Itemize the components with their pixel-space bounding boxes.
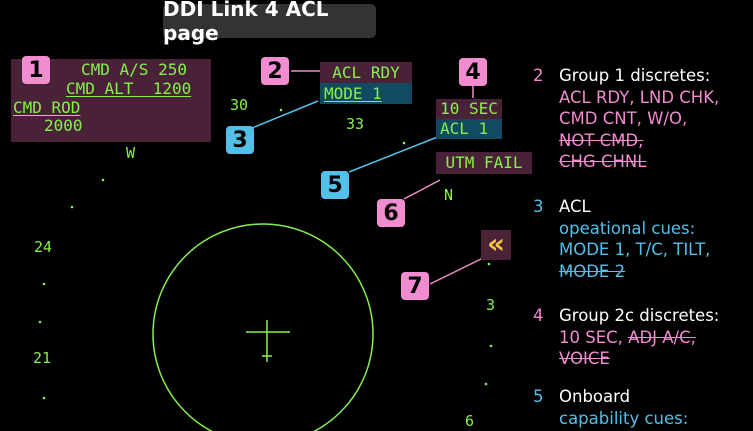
callout-1: 1 xyxy=(22,56,50,84)
legend-line: MODE 1, T/C, TILT, xyxy=(559,240,711,259)
legend-header: ACL xyxy=(559,197,591,216)
legend-num: 3 xyxy=(533,197,544,216)
legend-line: ACL RDY, LND CHK, xyxy=(559,87,720,107)
utm-fail-box: UTM FAIL xyxy=(436,152,532,174)
mode-box: MODE 1 xyxy=(320,83,412,104)
legend-header: Group 1 discretes: xyxy=(559,66,711,85)
legend-line: NOT CMD, xyxy=(559,130,644,150)
acl-rdy-box: ACL RDY xyxy=(320,62,412,83)
legend-line: CHG CHNL xyxy=(559,152,647,171)
callout-5: 5 xyxy=(321,171,349,199)
heading-w: W xyxy=(126,144,136,162)
heading-33: 33 xyxy=(346,115,365,133)
acl-1: ACL 1 xyxy=(440,119,489,138)
callout-7: 7 xyxy=(401,272,429,300)
cmd-altitude: CMD ALT 1200 xyxy=(66,79,192,98)
acl-1-box: ACL 1 xyxy=(436,119,502,139)
legend-num: 2 xyxy=(533,66,544,85)
callout-2: 2 xyxy=(261,57,289,85)
callout-6: 6 xyxy=(377,199,405,227)
legend-header: Group 2c discretes: xyxy=(559,306,720,325)
cmd-rod-label: CMD ROD xyxy=(13,98,81,117)
acl-rdy: ACL RDY xyxy=(332,63,400,82)
cmd-airspeed: CMD A/S 250 xyxy=(81,60,187,79)
legend-item-4: 4 Group 2c discretes: 10 SEC, ADJ A/C, V… xyxy=(533,305,748,375)
cmd-rod-value: 2000 xyxy=(44,116,83,135)
legend-line: capability cues: xyxy=(559,408,689,428)
legend-line: MODE 2 xyxy=(559,261,626,281)
ten-sec-box: 10 SEC xyxy=(436,99,502,119)
legend-line: opeational cues: xyxy=(559,218,696,238)
mode-1: MODE 1 xyxy=(324,84,382,103)
legend-header: Onboard xyxy=(559,387,631,406)
callout-4: 4 xyxy=(459,58,487,86)
heading-3: 3 xyxy=(486,296,496,314)
legend-item-5: 5 Onboard capability cues: xyxy=(533,386,748,431)
legend-num: 4 xyxy=(533,306,544,325)
legend-line: 10 SEC, ADJ A/C, xyxy=(559,327,696,347)
legend-line: CMD CNT, W/O, xyxy=(559,109,688,128)
chevron-left-icon: « xyxy=(486,227,506,260)
heading-6: 6 xyxy=(465,412,475,430)
aircraft-symbol xyxy=(246,320,290,362)
legend-item-3: 3 ACL opeational cues: MODE 1, T/C, TILT… xyxy=(533,196,748,292)
heading-n: N xyxy=(444,186,454,204)
heading-24: 24 xyxy=(34,238,53,256)
legend-item-2: 2 Group 1 discretes: ACL RDY, LND CHK, C… xyxy=(533,65,748,185)
heading-21: 21 xyxy=(33,349,52,367)
ten-sec: 10 SEC xyxy=(440,99,498,118)
legend-num: 5 xyxy=(533,387,544,406)
legend-line: VOICE xyxy=(559,349,610,368)
utm-fail: UTM FAIL xyxy=(445,153,523,172)
callout-3: 3 xyxy=(226,126,254,154)
chevron-marker: « xyxy=(481,230,511,260)
range-circle xyxy=(152,223,374,431)
heading-30: 30 xyxy=(230,96,249,114)
